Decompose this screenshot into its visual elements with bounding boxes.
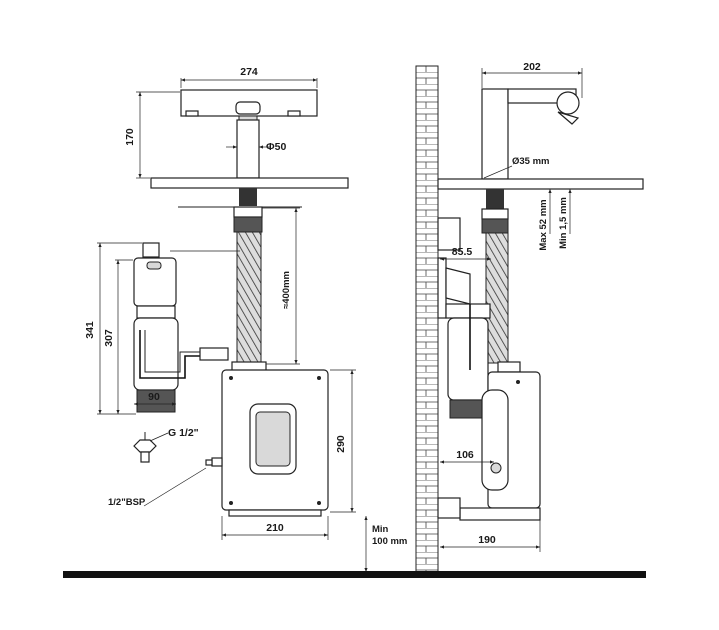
label-inlet-thread: G 1/2" xyxy=(168,427,199,439)
dimension-290: 290 xyxy=(330,369,356,513)
countertop-side xyxy=(437,178,644,190)
dim-wall-offset: 85.5 xyxy=(452,246,473,258)
label-bsp: 1/2"BSP xyxy=(108,497,146,508)
dimension-hose: ≈400mm xyxy=(262,207,300,365)
brick-wall xyxy=(415,65,439,575)
dimension-341: 341 xyxy=(84,242,142,415)
dimension-274: 274 xyxy=(180,66,318,88)
countertop-front xyxy=(150,177,349,189)
control-box-side xyxy=(437,361,541,521)
floor-line xyxy=(63,571,646,578)
dim-box-offset: 106 xyxy=(456,449,474,461)
dim-spout-width: 274 xyxy=(240,66,258,78)
dimension-hole: Ø35 mm xyxy=(483,156,550,179)
dim-spout-reach: 202 xyxy=(523,61,541,73)
dim-max-thickness: Max 52 mm xyxy=(538,199,549,250)
spout-head xyxy=(180,89,318,121)
dimension-170: 170 xyxy=(124,91,180,179)
dim-min-thickness: Min 1,5 mm xyxy=(558,197,569,249)
dimension-phi50: Φ50 xyxy=(226,141,286,153)
dimension-307: 307 xyxy=(103,259,133,414)
dimension-thickness: Max 52 mm Min 1,5 mm xyxy=(538,189,572,251)
dimension-210: 210 xyxy=(221,516,329,540)
dim-box-depth: 190 xyxy=(478,534,496,546)
dim-min-clearance-b: 100 mm xyxy=(372,536,407,547)
dim-pipe-diameter: Φ50 xyxy=(266,141,286,153)
solenoid-valve xyxy=(133,242,229,413)
dim-valve-height: 341 xyxy=(84,321,96,339)
front-view: 274 170 Φ50 ≈400mm xyxy=(84,66,407,572)
dimension-106: 106 xyxy=(440,449,494,464)
dimension-190: 190 xyxy=(440,520,541,552)
spout-side xyxy=(481,88,580,180)
label-bsp-group: 1/2"BSP xyxy=(108,467,207,508)
inlet-fitting: G 1/2" xyxy=(133,427,199,463)
dim-valve-width: 90 xyxy=(148,391,160,403)
dim-spout-height: 170 xyxy=(124,128,136,146)
solenoid-valve-side xyxy=(445,267,491,419)
side-view: 202 Ø35 mm Max 52 mm Min 1,5 mm 85.5 xyxy=(415,61,644,575)
dim-box-width: 210 xyxy=(266,522,284,534)
control-box xyxy=(205,361,329,517)
dim-hose-length: ≈400mm xyxy=(281,271,292,309)
dim-min-clearance-a: Min xyxy=(372,524,389,535)
dim-hole-diameter: Ø35 mm xyxy=(512,156,550,167)
dimension-min-clearance: Min 100 mm xyxy=(364,516,407,572)
dimension-85-5: 85.5 xyxy=(440,246,491,261)
flexible-hose-side xyxy=(485,232,509,364)
spout-pipe xyxy=(236,119,260,179)
dim-valve-inner-height: 307 xyxy=(103,329,115,347)
flexible-hose xyxy=(236,231,262,363)
dimension-202: 202 xyxy=(481,61,583,98)
threaded-nut xyxy=(239,188,257,206)
dim-box-height: 290 xyxy=(335,435,347,453)
dimension-90: 90 xyxy=(134,391,176,406)
